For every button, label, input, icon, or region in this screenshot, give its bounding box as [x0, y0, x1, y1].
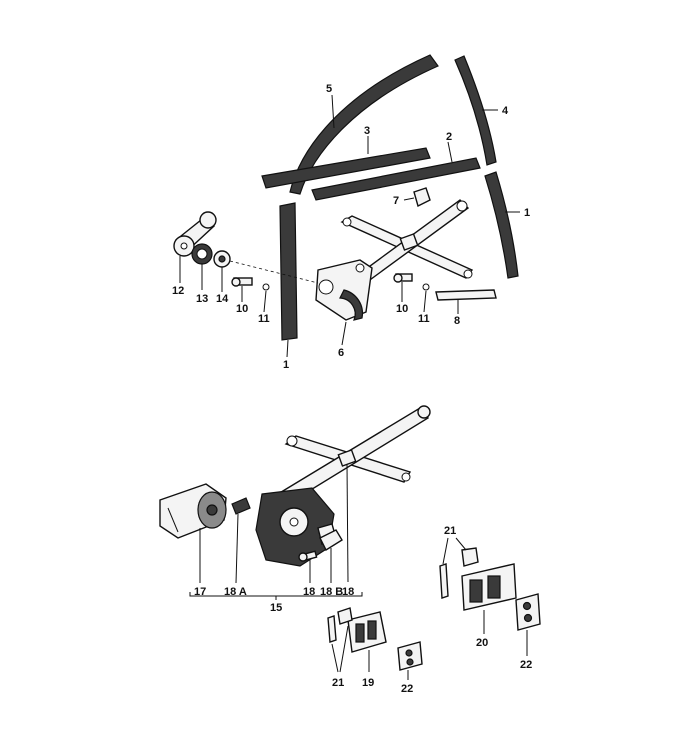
part-21-contact-right	[439, 537, 479, 599]
callout-20: 20	[476, 637, 488, 649]
part-18-regulator-gear-plate	[255, 487, 337, 567]
callout-13: 13	[196, 293, 208, 305]
callout-18a: 18 A	[224, 586, 247, 598]
callout-8: 8	[454, 315, 460, 327]
part-12-window-crank	[173, 211, 217, 283]
callout-18-screw: 18	[303, 586, 315, 598]
callout-3: 3	[364, 125, 370, 137]
callout-7: 7	[393, 195, 399, 207]
callout-1-guide-rail: 1	[283, 359, 289, 371]
callout-14: 14	[216, 293, 229, 305]
callout-11-left: 11	[258, 313, 270, 325]
part-13-escutcheon	[191, 243, 213, 290]
part-19-switch-housing	[347, 611, 387, 672]
part-18b-cover	[319, 529, 343, 583]
callout-6: 6	[338, 347, 344, 359]
part-1-vertical-guide-rail	[279, 202, 298, 358]
callout-2: 2	[446, 131, 452, 143]
part-22-switch-rocker-right	[515, 593, 541, 656]
callout-15: 15	[270, 602, 282, 614]
part-6-window-regulator	[315, 199, 474, 346]
callout-21-right: 21	[444, 525, 456, 537]
callout-4: 4	[502, 105, 509, 117]
callout-22-left: 22	[401, 683, 413, 695]
callout-5: 5	[326, 83, 332, 95]
part-18-screw	[298, 550, 318, 583]
part-18a-gasket	[231, 497, 251, 584]
callout-11-right: 11	[418, 313, 430, 325]
callout-10-left: 10	[236, 303, 248, 315]
callout-22-right: 22	[520, 659, 532, 671]
part-22-switch-rocker-left	[397, 641, 423, 680]
part-21-contact-left	[327, 607, 353, 673]
callout-21-left: 21	[332, 677, 344, 689]
callout-19: 19	[362, 677, 374, 689]
part-2-seal-strip	[311, 157, 481, 201]
part-7-clip	[403, 187, 431, 208]
part-8-mounting-rail	[435, 289, 497, 314]
callout-18-regulator: 18	[342, 586, 354, 598]
callout-10-right: 10	[396, 303, 408, 315]
part-11-lock-washer-left	[262, 283, 270, 313]
part-15-group-bracket	[189, 592, 363, 600]
part-3-seal-strip	[261, 147, 431, 189]
part-14-washer	[213, 250, 319, 292]
callout-1-rear-channel: 1	[524, 207, 530, 219]
callout-17: 17	[194, 586, 206, 598]
callout-18b: 18 B	[320, 586, 343, 598]
callout-12: 12	[172, 285, 184, 297]
part-18-electric-window-regulator	[266, 405, 431, 583]
part-1-rear-window-channel-lower	[484, 171, 519, 279]
part-11-lock-washer-right	[422, 283, 430, 313]
part-17-window-motor	[159, 483, 227, 583]
part-4-rear-window-channel-upper	[454, 55, 497, 166]
part-10-bolt-right	[393, 273, 413, 302]
part-20-switch-housing	[461, 563, 517, 634]
part-10-bolt-left	[231, 277, 253, 302]
